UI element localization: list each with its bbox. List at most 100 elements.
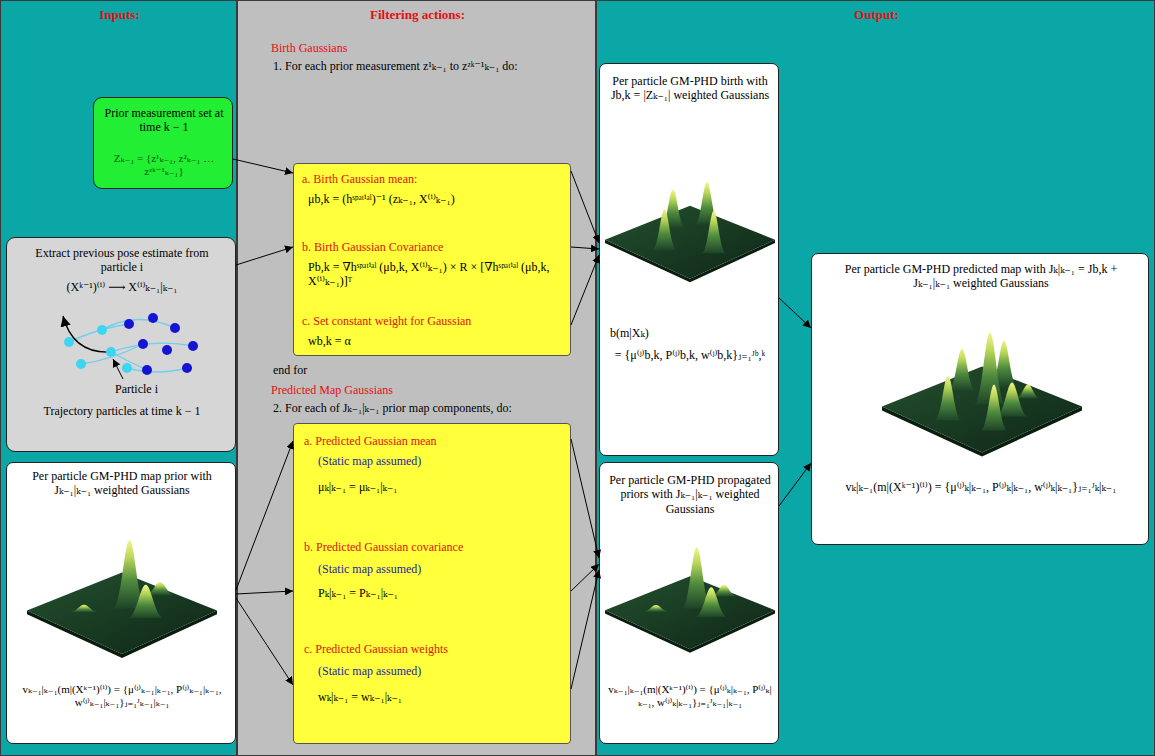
process-box: a. Predicted Gaussian mean (Static map as… bbox=[293, 423, 571, 744]
illustration-part bbox=[124, 319, 134, 329]
text-slot: wb,k = α bbox=[308, 334, 351, 348]
formula: = {μ⁽ʲ⁾b,k, P⁽ʲ⁾b,k, w⁽ʲ⁾b,k}ⱼ₌₁ᴶᵇ,ᵏ bbox=[608, 348, 772, 362]
current-particles bbox=[124, 313, 198, 375]
illustration-part bbox=[935, 376, 962, 421]
gaussian-surface bbox=[27, 519, 217, 679]
text-slot: vₖ₋₁|ₖ₋₁(m|(Xᵏ⁻¹)⁽ⁱ⁾) = {μ⁽ʲ⁾ₖ₋₁|ₖ₋₁, P⁽… bbox=[15, 683, 229, 709]
text-slot: (Xᵏ⁻¹)⁽ⁱ⁾ ⟶ X⁽ⁱ⁾ₖ₋₁|ₖ₋₁ bbox=[13, 280, 231, 294]
formula: b(m|Xₖ) bbox=[610, 326, 649, 340]
text-slot: vₖ₋₁|ₖ₋₁(m|(Xᵏ⁻¹)⁽ⁱ⁾) = {μ⁽ʲ⁾ₖ|ₖ₋₁, P⁽ʲ⁾… bbox=[606, 683, 774, 709]
step-heading: b. Birth Gaussian Covariance bbox=[302, 240, 443, 254]
note-text: (Static map assumed) bbox=[318, 664, 421, 678]
box-text: Trajectory particles at time k − 1 bbox=[37, 404, 207, 418]
formula: vₖ₋₁|ₖ₋₁(m|(Xᵏ⁻¹)⁽ⁱ⁾) = {μ⁽ʲ⁾ₖ₋₁|ₖ₋₁, P⁽… bbox=[15, 683, 229, 709]
text-slot: c. Predicted Gaussian weights bbox=[304, 642, 448, 656]
illustration-part bbox=[76, 359, 86, 369]
illustration-part bbox=[996, 383, 1028, 417]
step-heading: a. Predicted Gaussian mean bbox=[304, 434, 437, 448]
text-slot: vₖ|ₖ₋₁(m|(Xᵏ⁻¹)⁽ⁱ⁾) = {μ⁽ʲ⁾ₖ|ₖ₋₁, P⁽ʲ⁾ₖ|… bbox=[832, 480, 1130, 494]
illustration-part bbox=[702, 211, 726, 254]
text-slot: μb,k = (hˢᵖᵃᵗⁱᵃˡ)⁻¹ (zₖ₋₁, X⁽ⁱ⁾ₖ₋₁) bbox=[308, 192, 564, 206]
section-heading: Birth Gaussians bbox=[271, 41, 347, 55]
text-slot: Predicted Map Gaussians bbox=[271, 383, 393, 397]
map-box: Per particle GM-PHD predicted map with J… bbox=[811, 253, 1149, 545]
connector-arrow bbox=[571, 564, 599, 591]
illustration-part bbox=[981, 385, 1008, 431]
map-box: Per particle GM-PHD propagated priors wi… bbox=[599, 462, 779, 744]
gaussian-surface bbox=[605, 142, 775, 317]
formula: vₖ|ₖ₋₁(m|(Xᵏ⁻¹)⁽ⁱ⁾) = {μ⁽ʲ⁾ₖ|ₖ₋₁, P⁽ʲ⁾ₖ|… bbox=[832, 480, 1130, 494]
illustration-part bbox=[111, 343, 193, 352]
step-heading: c. Predicted Gaussian weights bbox=[304, 642, 448, 656]
text-slot: (Static map assumed) bbox=[318, 664, 421, 678]
illustration-part bbox=[652, 209, 676, 250]
gaussian-surface bbox=[882, 312, 1082, 477]
illustration-part bbox=[642, 605, 669, 612]
gaussian-surface bbox=[605, 525, 775, 675]
connector-arrow bbox=[779, 463, 811, 506]
illustration-part bbox=[97, 325, 107, 335]
column-band: Inputs: Prior measurement set at time k −… bbox=[0, 0, 237, 756]
connector-arrow bbox=[779, 298, 811, 328]
illustration-part bbox=[102, 319, 175, 330]
callout-label: Particle i bbox=[115, 382, 158, 396]
illustration-part bbox=[69, 324, 129, 342]
input-box: Prior measurement set at time k − 1Zₖ₋₁ … bbox=[93, 97, 233, 189]
text-slot: Pb,k = ∇hˢᵖᵃᵗⁱᵃˡ (μb,k, X⁽ⁱ⁾ₖ₋₁) × R × [… bbox=[308, 260, 564, 289]
illustration-part bbox=[142, 365, 152, 375]
connector-arrow bbox=[233, 159, 293, 173]
text-slot: Particle i bbox=[115, 382, 158, 396]
formula: μb,k = (hˢᵖᵃᵗⁱᵃˡ)⁻¹ (zₖ₋₁, X⁽ⁱ⁾ₖ₋₁) bbox=[308, 192, 564, 206]
formula: vₖ₋₁|ₖ₋₁(m|(Xᵏ⁻¹)⁽ⁱ⁾) = {μ⁽ʲ⁾ₖ|ₖ₋₁, P⁽ʲ⁾… bbox=[606, 683, 774, 709]
connector-arrow bbox=[571, 255, 599, 325]
text-slot: Per particle GM-PHD birth with Jb,k = |Z… bbox=[608, 74, 772, 103]
connector-arrow bbox=[571, 247, 599, 249]
text-slot: end for bbox=[273, 363, 307, 377]
text-slot: 1. For each prior measurement z¹ₖ₋₁ to z… bbox=[273, 59, 518, 73]
text-slot: Extract previous pose estimate from part… bbox=[27, 246, 217, 275]
text-slot: b. Birth Gaussian Covariance bbox=[302, 240, 443, 254]
illustration-part bbox=[1015, 385, 1041, 399]
text-slot: Birth Gaussians bbox=[271, 41, 347, 55]
text-slot: Per particle GM-PHD map prior with Jₖ₋₁|… bbox=[22, 469, 222, 498]
map-box: Per particle GM-PHD birth with Jb,k = |Z… bbox=[599, 63, 779, 456]
illustration-part bbox=[122, 363, 132, 373]
column-band: Filtering actions: Birth Gaussians 1. For … bbox=[237, 0, 596, 756]
text-slot: b(m|Xₖ) bbox=[610, 326, 649, 340]
box-text: Per particle GM-PHD birth with Jb,k = |Z… bbox=[608, 74, 772, 103]
illustration-part bbox=[69, 605, 99, 613]
text-slot: Prior measurement set at time k − 1 bbox=[100, 106, 228, 135]
illustration-part bbox=[138, 339, 148, 349]
column-heading: Filtering actions: bbox=[238, 7, 597, 23]
illustration-part bbox=[128, 585, 164, 618]
illustration-part bbox=[106, 347, 116, 357]
text-slot: 2. For each of Jₖ₋₁|ₖ₋₁ prior map compon… bbox=[273, 401, 512, 415]
input-box: Extract previous pose estimate from part… bbox=[6, 237, 236, 452]
connector-arrow bbox=[236, 441, 293, 590]
text-slot: Trajectory particles at time k − 1 bbox=[37, 404, 207, 418]
particle-illustration bbox=[7, 302, 237, 382]
loop-text: 1. For each prior measurement z¹ₖ₋₁ to z… bbox=[273, 59, 518, 73]
column-heading: Output: bbox=[597, 7, 1155, 23]
loop-text: end for bbox=[273, 363, 307, 377]
formula: wₖ|ₖ₋₁ = wₖ₋₁|ₖ₋₁ bbox=[318, 690, 402, 704]
text-slot: Per particle GM-PHD predicted map with J… bbox=[842, 262, 1120, 291]
text-slot: (Static map assumed) bbox=[318, 562, 421, 576]
previous-particles bbox=[64, 325, 132, 373]
step-heading: c. Set constant weight for Gaussian bbox=[302, 314, 471, 328]
step-heading: b. Predicted Gaussian covariance bbox=[304, 540, 463, 554]
formula: μₖ|ₖ₋₁ = μₖ₋₁|ₖ₋₁ bbox=[318, 480, 398, 494]
box-text: Per particle GM-PHD map prior with Jₖ₋₁|… bbox=[22, 469, 222, 498]
illustration-part bbox=[127, 368, 187, 372]
connector-arrow bbox=[236, 591, 293, 594]
step-heading: a. Birth Gaussian mean: bbox=[302, 172, 417, 186]
connector-arrow bbox=[571, 439, 599, 558]
box-text: Extract previous pose estimate from part… bbox=[27, 246, 217, 275]
connector-arrow bbox=[236, 247, 293, 265]
text-slot: μₖ|ₖ₋₁ = μₖ₋₁|ₖ₋₁ bbox=[318, 480, 398, 494]
text-slot: c. Set constant weight for Gaussian bbox=[302, 314, 471, 328]
illustration-part bbox=[64, 337, 74, 347]
illustration-part bbox=[949, 349, 976, 391]
illustration-part bbox=[695, 587, 728, 617]
column-heading: Inputs: bbox=[1, 7, 238, 23]
